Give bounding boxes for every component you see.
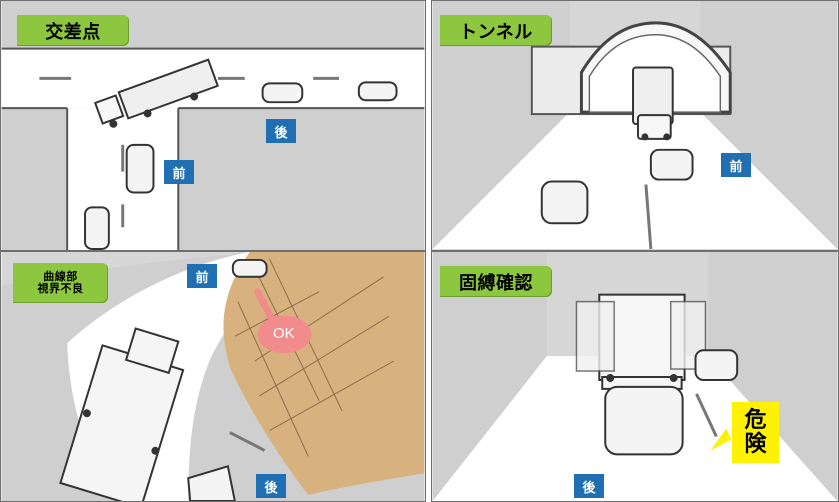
danger-pointer-icon <box>710 428 732 451</box>
car-icon <box>187 258 268 501</box>
panel-securing-check: 固縛確認 後 危 険 <box>431 251 839 502</box>
panel-tunnel: トンネル 前 <box>431 0 839 251</box>
rear-label: 後 <box>574 474 604 498</box>
danger-label-line-2: 険 <box>744 431 767 457</box>
panel-title-curve: 曲線部 視界不良 <box>13 263 108 303</box>
truck-icon <box>59 327 185 501</box>
rear-label: 後 <box>256 474 286 498</box>
danger-label-line-1: 危 <box>744 408 767 434</box>
intersection-scene-icon <box>1 1 425 250</box>
truck-icon <box>93 58 220 128</box>
panel-intersection: 交差点 後 前 <box>0 0 426 251</box>
speech-bubble-icon <box>257 315 312 354</box>
front-label: 前 <box>721 153 751 177</box>
front-label: 前 <box>187 264 217 288</box>
truck-icon <box>632 66 674 141</box>
danger-label: 危 険 <box>732 402 779 463</box>
panel-title-intersection: 交差点 <box>17 15 129 46</box>
car-icon <box>604 349 739 456</box>
car-icon <box>84 81 398 250</box>
panel-title-securing-check: 固縛確認 <box>440 266 552 297</box>
car-icon <box>540 148 694 225</box>
truck-icon <box>575 293 707 390</box>
ok-label: OK <box>273 325 295 342</box>
rear-label: 後 <box>266 119 296 143</box>
panel-curve: 曲線部 視界不良 前 OK 後 <box>0 251 426 502</box>
curve-title-line-2: 視界不良 <box>37 282 84 295</box>
panel-title-tunnel: トンネル <box>440 15 552 46</box>
curve-title-line-1: 曲線部 <box>43 270 78 284</box>
front-label: 前 <box>164 160 194 184</box>
